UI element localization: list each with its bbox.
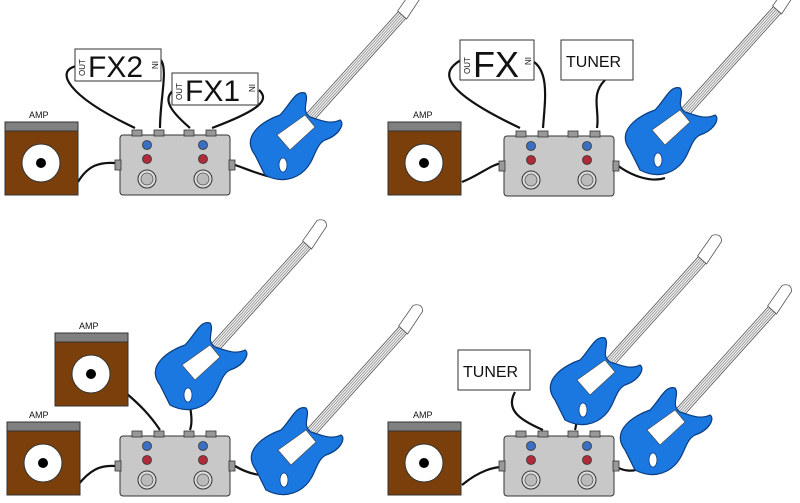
ab-pedal bbox=[114, 129, 236, 196]
amp bbox=[54, 332, 129, 407]
fx-box: FX OUT IN bbox=[459, 39, 535, 85]
guitar bbox=[619, 281, 797, 476]
amp-label: AMP bbox=[29, 410, 49, 420]
tuner-box: TUNER bbox=[457, 349, 531, 391]
amp-label: AMP bbox=[413, 110, 433, 120]
amp bbox=[6, 421, 81, 496]
fx1-box: FX1 OUT IN bbox=[171, 72, 259, 108]
fx2-box: FX2 OUT IN bbox=[74, 48, 162, 84]
amp bbox=[4, 121, 79, 196]
ab-pedal bbox=[114, 430, 236, 497]
svg-text:OUT: OUT bbox=[78, 59, 87, 76]
tuner-box: TUNER bbox=[560, 39, 634, 81]
svg-text:IN: IN bbox=[150, 61, 159, 69]
panel-top-left: AMP FX2 OUT IN FX1 OUT IN bbox=[4, 0, 427, 196]
svg-text:FX1: FX1 bbox=[185, 75, 240, 108]
svg-text:FX: FX bbox=[473, 44, 519, 85]
amp bbox=[387, 121, 462, 196]
guitar bbox=[624, 0, 800, 176]
panel-bottom-right: AMP TUNER bbox=[387, 231, 797, 497]
amp bbox=[387, 421, 462, 496]
svg-text:TUNER: TUNER bbox=[566, 54, 621, 71]
guitar bbox=[154, 216, 332, 411]
ab-pedal bbox=[498, 430, 620, 497]
ab-pedal bbox=[498, 130, 620, 197]
panel-top-right: AMP FX OUT IN TUNER bbox=[387, 0, 800, 197]
svg-text:IN: IN bbox=[247, 84, 256, 92]
amp-label: AMP bbox=[79, 321, 99, 331]
panel-bottom-left: AMP AMP bbox=[6, 216, 428, 497]
amp-label: AMP bbox=[413, 410, 433, 420]
svg-text:OUT: OUT bbox=[463, 57, 472, 74]
svg-text:TUNER: TUNER bbox=[463, 364, 518, 381]
amp-label: AMP bbox=[29, 110, 49, 120]
svg-text:OUT: OUT bbox=[175, 83, 184, 100]
svg-text:IN: IN bbox=[523, 57, 532, 65]
svg-text:FX2: FX2 bbox=[88, 51, 143, 84]
